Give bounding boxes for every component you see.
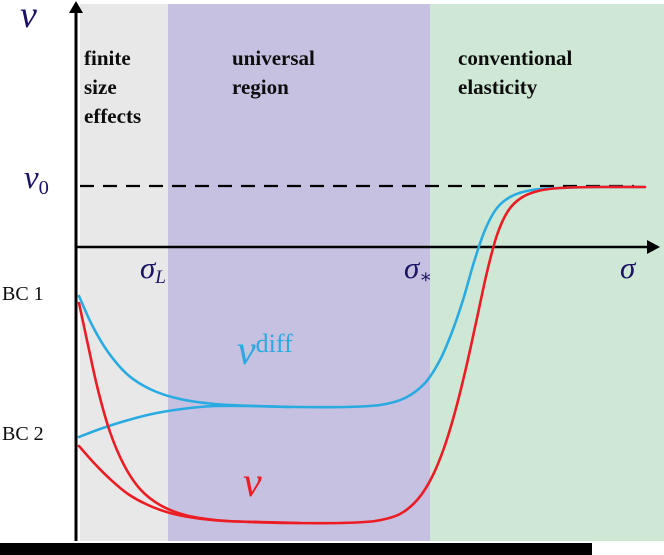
region-universal-band bbox=[168, 4, 430, 541]
nu-symbol: ν bbox=[20, 0, 37, 36]
nu-symbol: ν bbox=[24, 160, 39, 196]
sigma-L-label: σL bbox=[140, 250, 166, 287]
nu0-subscript: 0 bbox=[38, 176, 49, 199]
sigma-symbol: σ bbox=[404, 250, 420, 285]
region-label-finite-size-effects: finite size effects bbox=[84, 44, 141, 131]
region-label-conventional-elasticity: conventional elasticity bbox=[458, 44, 572, 102]
region-label-line: finite bbox=[84, 46, 131, 70]
bottom-bar bbox=[0, 543, 592, 555]
region-label-line: elasticity bbox=[458, 74, 538, 99]
curve-nu-bc1 bbox=[77, 185, 647, 525]
y-axis-label: ν bbox=[20, 0, 37, 34]
sigma-star-subscript: ∗ bbox=[419, 267, 433, 289]
bc2-label: BC 2 bbox=[2, 423, 44, 445]
nu0-label: ν0 bbox=[24, 160, 49, 198]
region-label-line: effects bbox=[84, 103, 142, 128]
region-label-line: universal bbox=[232, 46, 315, 70]
nu-symbol: ν bbox=[237, 328, 256, 374]
region-conventional-band bbox=[430, 4, 664, 541]
sigma-L-subscript: L bbox=[155, 267, 166, 289]
nu-curve-label: ν bbox=[243, 462, 262, 504]
x-axis-label: σ bbox=[620, 252, 635, 283]
curve-nu-bc2 bbox=[77, 444, 302, 525]
curve-nu-diff-bc2 bbox=[77, 404, 292, 439]
sigma-symbol: σ bbox=[620, 250, 636, 285]
nu-diff-curve-label: νdiff bbox=[237, 330, 293, 372]
region-finite-size-band bbox=[80, 4, 168, 541]
curve-nu-diff-bc1 bbox=[77, 185, 647, 409]
diff-superscript: diff bbox=[255, 329, 293, 359]
region-label-line: size bbox=[84, 74, 117, 99]
sigma-star-label: σ∗ bbox=[404, 250, 432, 287]
sigma-symbol: σ bbox=[140, 250, 156, 285]
x-axis-arrow-icon bbox=[647, 240, 660, 254]
curves-group bbox=[77, 185, 647, 525]
region-label-line: region bbox=[232, 74, 289, 99]
y-axis-arrow-icon bbox=[69, 1, 83, 13]
region-label-universal-region: universal region bbox=[232, 44, 315, 102]
bc1-label: BC 1 bbox=[2, 283, 44, 305]
nu-symbol: ν bbox=[243, 460, 262, 506]
region-label-line: conventional bbox=[458, 46, 573, 70]
